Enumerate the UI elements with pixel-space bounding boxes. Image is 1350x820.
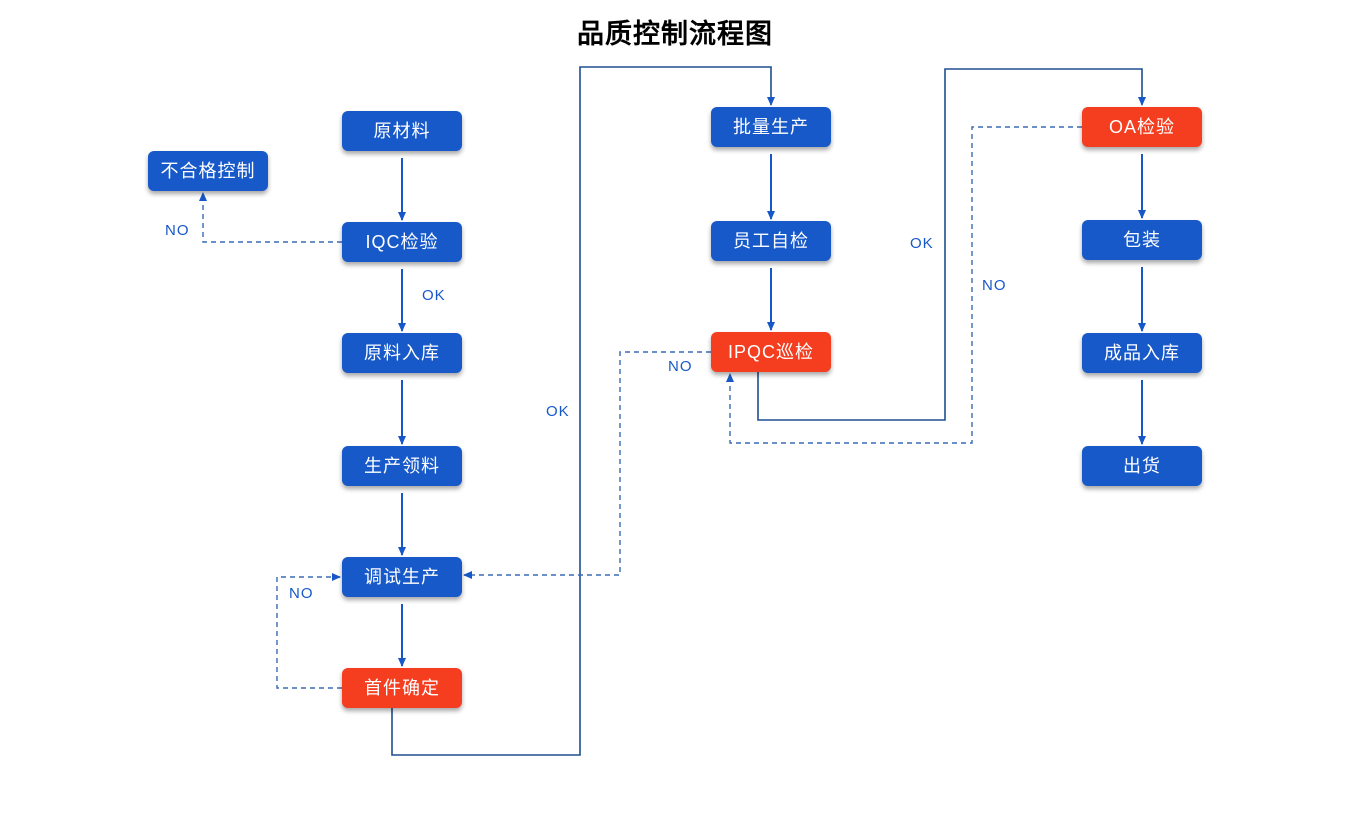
node-finished-warehousing: 成品入库 [1082, 333, 1202, 373]
node-ipqc-patrol: IPQC巡检 [711, 332, 831, 372]
edge-label-no-firstpiece: NO [287, 585, 316, 602]
node-employee-self-check: 员工自检 [711, 221, 831, 261]
diagram-title: 品质控制流程图 [577, 19, 773, 49]
edge-label-ok-iqc: OK [420, 287, 448, 304]
edge-label-no-oa: NO [980, 277, 1009, 294]
connector-firstpiece-to-debug [276, 573, 342, 689]
node-first-piece-confirm: 首件确定 [342, 668, 462, 708]
edge-label-no-iqc: NO [163, 222, 192, 239]
edge-label-ok-ipqc: OK [908, 235, 936, 252]
node-batch-production: 批量生产 [711, 107, 831, 147]
node-production-picking: 生产领料 [342, 446, 462, 486]
node-raw-warehousing: 原料入库 [342, 333, 462, 373]
connector-ipqc-to-debug [463, 351, 711, 579]
node-iqc-inspection: IQC检验 [342, 222, 462, 262]
node-debug-production: 调试生产 [342, 557, 462, 597]
node-oa-inspection: OA检验 [1082, 107, 1202, 147]
node-nonconforming-control: 不合格控制 [148, 151, 268, 191]
node-shipment: 出货 [1082, 446, 1202, 486]
node-packing: 包装 [1082, 220, 1202, 260]
connector-iqc-to-nonconform [199, 192, 342, 243]
edge-label-no-ipqc: NO [666, 358, 695, 375]
node-raw-material: 原材料 [342, 111, 462, 151]
connector-firstpiece-to-batch [391, 66, 775, 756]
edge-label-ok-firstpiece: OK [544, 403, 572, 420]
connector-oa-to-ipqc [726, 126, 1082, 444]
connector-ipqc-to-oa [757, 68, 1146, 421]
